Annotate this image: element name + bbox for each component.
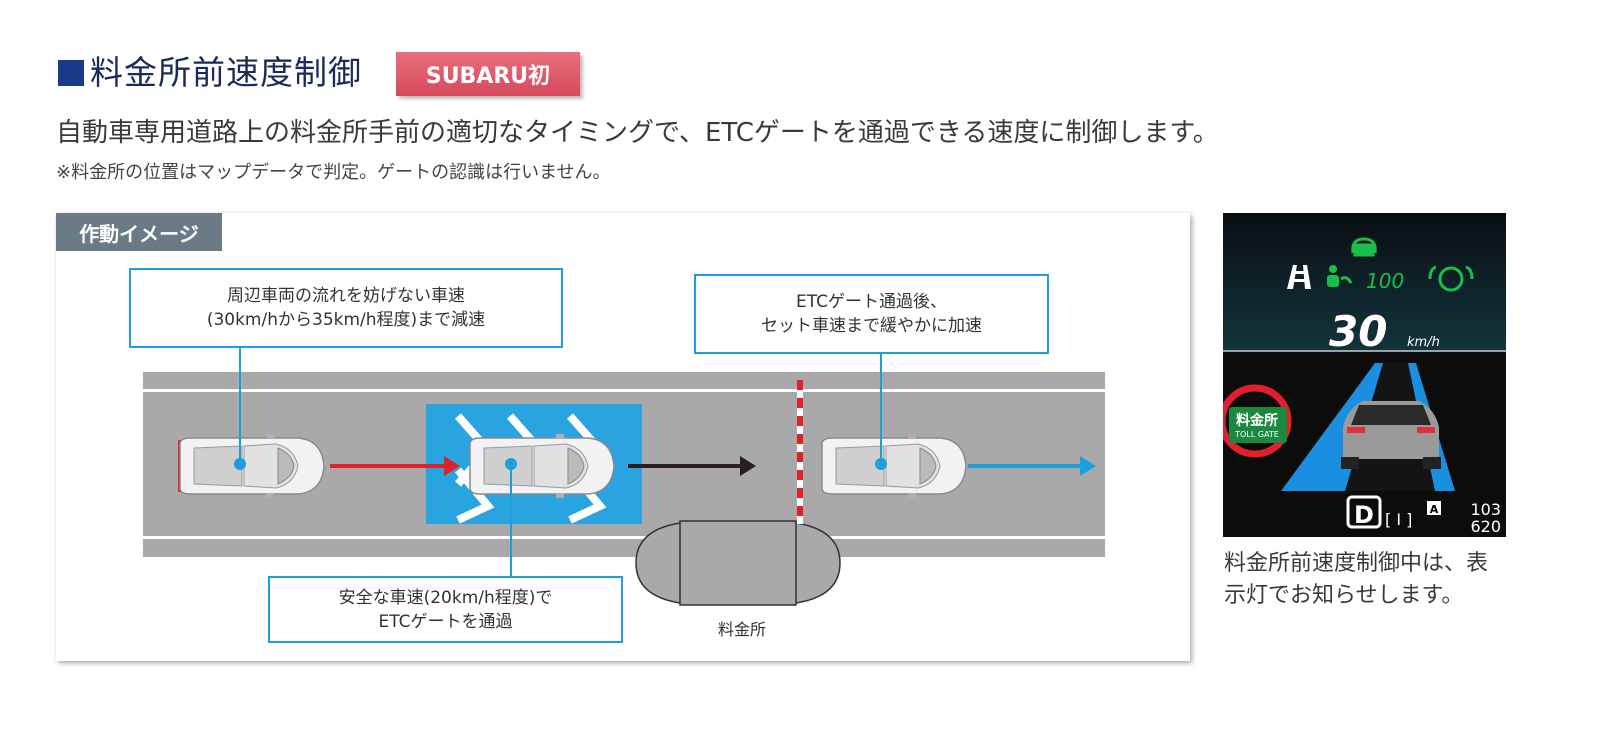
gear-indicator: D bbox=[1354, 501, 1374, 529]
lead-car-icon bbox=[1341, 401, 1441, 469]
gate-bar bbox=[797, 380, 803, 524]
toll-booth-label: 料金所 bbox=[717, 620, 766, 639]
title-square-icon bbox=[58, 60, 84, 86]
road-edge-line-top bbox=[143, 389, 1105, 392]
mode-box bbox=[1427, 501, 1441, 515]
odometer-line2: 620 bbox=[1470, 517, 1501, 536]
toll-gate-sign: 料金所 TOLL GATE bbox=[1223, 384, 1292, 458]
note: ※料金所の位置はマップデータで判定。ゲートの認識は行いません。 bbox=[56, 162, 611, 183]
mode-indicator: A bbox=[1430, 503, 1439, 516]
dashboard-caption: 料金所前速度制御中は、表 示灯でお知らせします。 bbox=[1224, 551, 1489, 608]
car-in-gate bbox=[469, 433, 615, 499]
speed-unit: km/h bbox=[1407, 335, 1440, 350]
accel-arrow-head bbox=[1080, 456, 1096, 476]
toll-label-en: TOLL GATE bbox=[1234, 430, 1279, 439]
toll-label-jp: 料金所 bbox=[1236, 412, 1278, 429]
road-edge-line-bottom bbox=[143, 536, 1105, 539]
description: 自動車専用道路上の料金所手前の適切なタイミングで、ETCゲートを通過できる速度に… bbox=[56, 118, 1219, 148]
steering-icon bbox=[1428, 265, 1474, 292]
lane-left bbox=[1281, 363, 1385, 491]
callout-leaders bbox=[239, 346, 882, 576]
gear-range: [ I ] bbox=[1385, 510, 1412, 529]
panel-tag: 作動イメージ bbox=[56, 213, 222, 251]
driver-assist-icon bbox=[1327, 265, 1353, 287]
current-speed: 30 bbox=[1329, 307, 1387, 356]
pass-arrow-head bbox=[740, 456, 756, 476]
car-accelerating bbox=[821, 433, 967, 499]
page-title: 料金所前速度制御 bbox=[58, 46, 362, 94]
callout-decelerate: 周辺車両の流れを妨げない車速(30km/hから35km/h程度)まで減速 bbox=[129, 268, 563, 348]
car-decelerating bbox=[178, 433, 325, 499]
lane-keep-icon bbox=[1287, 265, 1311, 289]
page-title-text: 料金所前速度制御 bbox=[90, 53, 362, 92]
odometer-line1: 103 bbox=[1470, 500, 1501, 519]
callout-dots bbox=[234, 458, 887, 470]
decel-arrow-head bbox=[444, 456, 460, 476]
gear-box bbox=[1346, 495, 1382, 529]
callout-accelerate: ETCゲート通過後、セット車速まで緩やかに加速 bbox=[694, 274, 1049, 354]
dashboard-display: 100 30 km/h 料金所 TOLL GATE D [ I ] A 103 … bbox=[1223, 213, 1506, 537]
toll-booth bbox=[635, 520, 841, 606]
subaru-first-badge: SUBARU初 bbox=[396, 52, 580, 96]
set-speed: 100 bbox=[1366, 269, 1404, 293]
acc-icon bbox=[1351, 237, 1377, 257]
